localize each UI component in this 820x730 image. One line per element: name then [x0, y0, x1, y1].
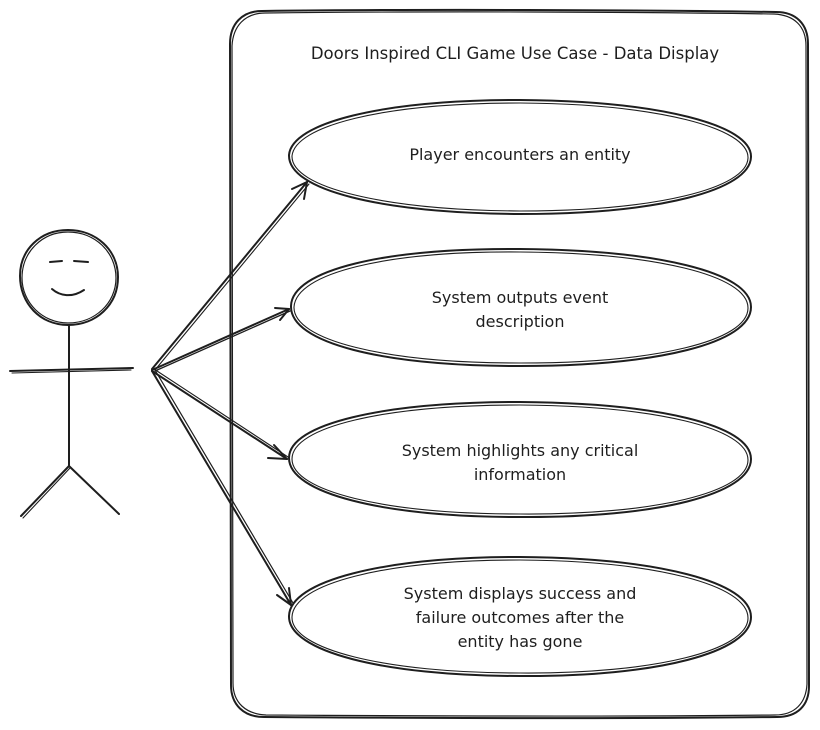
association-arrow-3 [151, 368, 289, 460]
actor-right-eye [73, 260, 89, 263]
actor-left-eye [49, 260, 63, 263]
use-case-ellipse-3[interactable] [288, 401, 752, 519]
use-case-label-line: failure outcomes after the [415, 608, 625, 627]
use-case-label-line: Player encounters an entity [409, 145, 631, 164]
actor-arms [9, 367, 134, 372]
use-case-label-line: System outputs event [431, 288, 609, 307]
association-arrow-4 [151, 369, 294, 606]
actor-smile [51, 288, 85, 297]
use-case-label-line: System displays success and [403, 584, 637, 603]
use-case-label-2: System outputs event description [290, 286, 750, 334]
actor-left-leg [20, 465, 70, 517]
actor-right-leg [68, 465, 120, 515]
use-case-label-line: information [473, 465, 567, 484]
use-case-label-line: description [475, 312, 565, 331]
association-arrow-2 [151, 307, 291, 372]
system-boundary-title: Doors Inspired CLI Game Use Case - Data … [310, 44, 720, 63]
use-case-label-3: System highlights any critical informati… [290, 439, 750, 487]
use-case-label-4: System displays success and failure outc… [290, 582, 750, 654]
use-case-label-line: entity has gone [457, 632, 583, 651]
use-case-label-1: Player encounters an entity [290, 143, 750, 167]
use-case-ellipse-1[interactable] [287, 99, 753, 215]
actor-head [19, 229, 119, 326]
use-case-label-line: System highlights any critical [401, 441, 639, 460]
association-arrow-1 [151, 181, 310, 371]
use-case-ellipse-2[interactable] [289, 247, 752, 367]
use-case-ellipse-4[interactable] [287, 556, 752, 678]
system-boundary [229, 8, 810, 720]
actor-stick-figure [9, 229, 134, 519]
